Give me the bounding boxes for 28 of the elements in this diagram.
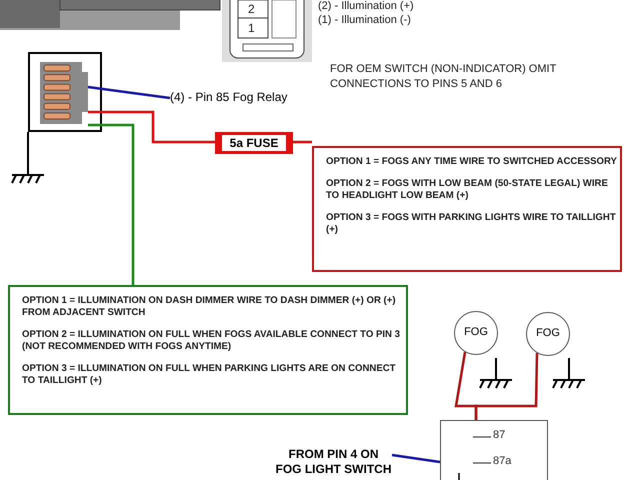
pin-number: 2 <box>248 2 255 16</box>
wire-label: (4) - Pin 85 Fog Relay <box>170 90 320 106</box>
option-text: OPTION 1 = FOGS ANY TIME WIRE TO SWITCHED ACCESSORY <box>326 156 618 168</box>
option-text: OPTION 2 = FOGS WITH LOW BEAM (50-STATE LEGAL) WIRE TO HEADLIGHT LOW BEAM (+) <box>326 178 609 202</box>
wire <box>293 140 314 144</box>
pin-label: 87 <box>493 429 506 441</box>
wire <box>88 124 134 285</box>
option-text: OPTION 3 = FOGS WITH PARKING LIGHTS WIRE TO TAILLIGHT (+) <box>326 212 617 236</box>
wire-label: FROM PIN 4 ON FOG LIGHT SWITCH <box>275 447 392 477</box>
wire <box>392 454 440 464</box>
pin-label: 87a <box>493 455 512 467</box>
option-text: OPTION 3 = ILLUMINATION ON FULL WHEN PARKING LIGHTS ARE ON CONNECT TO TAILLIGHT (+) <box>22 363 397 387</box>
note-text: FOR OEM SWITCH (NON-INDICATOR) OMIT CONNECTIONS TO PINS 5 AND 6 <box>330 62 558 92</box>
pin-label: (1) - Illumination (-) <box>318 14 411 26</box>
switch-connector-drawing <box>28 52 102 132</box>
fuse-box: 5a FUSE <box>215 132 293 154</box>
fog-lamp-circle: FOG <box>454 311 498 355</box>
option-text: OPTION 2 = ILLUMINATION ON FULL WHEN FOGS AVAILABLE CONNECT TO PIN 3 (NOT RECOMMENDED WITH FOGS ANYTIME) <box>22 329 401 353</box>
wire <box>88 110 215 144</box>
pin-number: 1 <box>248 21 255 35</box>
note-box <box>8 285 408 415</box>
wire <box>88 86 170 100</box>
fog-lamp-circle: FOG <box>526 312 570 356</box>
option-text: OPTION 1 = ILLUMINATION ON DASH DIMMER WIRE TO DASH DIMMER (+) OR (+) FROM ADJACENT SWITCH <box>22 295 397 319</box>
note-box <box>312 146 622 272</box>
relay-box <box>440 420 548 480</box>
pin-label: (2) - Illumination (+) <box>318 0 414 12</box>
wire <box>474 353 538 420</box>
